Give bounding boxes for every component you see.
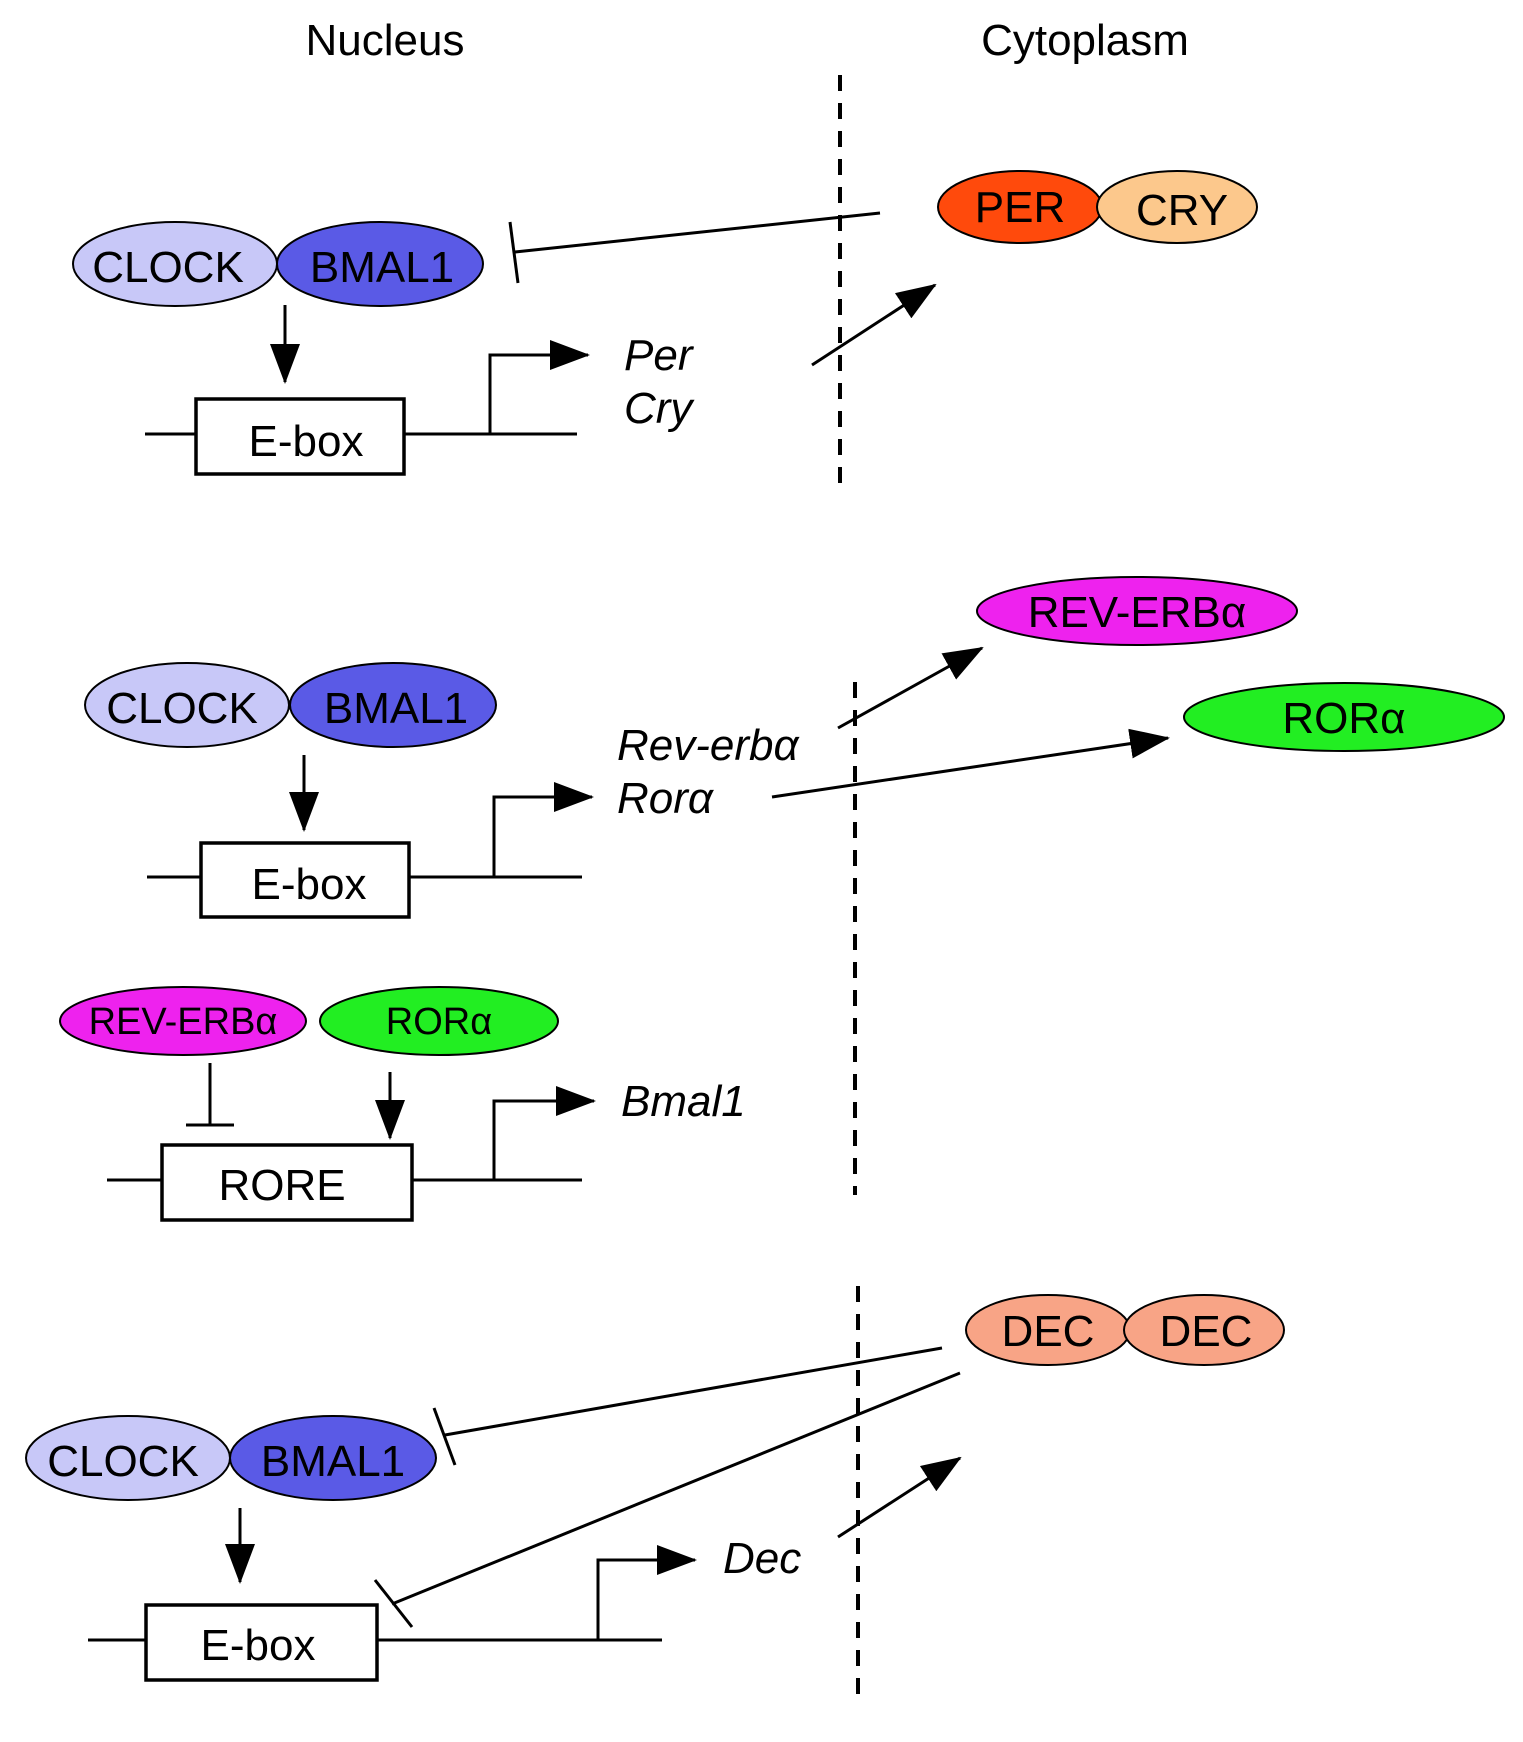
ebox-element bbox=[199, 841, 411, 919]
clock-label: CLOCK bbox=[92, 243, 244, 292]
ror-small-label: RORα bbox=[386, 1001, 492, 1043]
translation-arrow-rev-erb bbox=[837, 646, 984, 730]
panel-per-cry: CLOCK BMAL1 E-box Per Cry PER CRY bbox=[72, 170, 1258, 476]
panel-dec: CLOCK BMAL1 E-box Dec DEC DEC bbox=[25, 1294, 1285, 1682]
rev-erb-small-label: REV-ERBα bbox=[89, 1001, 278, 1043]
bmal1-label: BMAL1 bbox=[310, 243, 454, 292]
ebox-label: E-box bbox=[249, 417, 364, 466]
ebox-label: E-box bbox=[252, 860, 367, 909]
transcription-start-arrow bbox=[492, 782, 594, 877]
ebox-label: E-box bbox=[201, 1621, 316, 1670]
ror-label: RORα bbox=[1282, 694, 1405, 743]
per-label: PER bbox=[975, 183, 1065, 232]
ebox-element bbox=[144, 1603, 379, 1682]
inhibition-bar-bmal1 bbox=[432, 1407, 457, 1466]
bmal1-protein bbox=[276, 221, 484, 307]
cytoplasm-header: Cytoplasm bbox=[981, 16, 1189, 65]
bmal1-label: BMAL1 bbox=[261, 1437, 405, 1486]
rore-label: RORE bbox=[218, 1161, 345, 1210]
ebox-element bbox=[194, 397, 406, 476]
ror-small-protein bbox=[319, 986, 559, 1056]
rev-erb-label: REV-ERBα bbox=[1028, 588, 1247, 637]
bmal1-protein bbox=[289, 662, 497, 748]
bmal1-protein bbox=[229, 1415, 437, 1501]
gene-rev-erb-label: Rev-erbα bbox=[617, 721, 800, 770]
rev-erb-small-protein bbox=[59, 986, 307, 1056]
gene-cry-label: Cry bbox=[624, 384, 695, 433]
translation-arrow bbox=[811, 283, 937, 367]
clock-label: CLOCK bbox=[106, 684, 258, 733]
ror-protein bbox=[1183, 682, 1505, 752]
transcription-start-arrow-bmal1 bbox=[492, 1086, 596, 1180]
gene-ror-label: Rorα bbox=[617, 774, 715, 823]
gene-bmal1-label: Bmal1 bbox=[621, 1077, 746, 1126]
inhibition-bar bbox=[508, 221, 520, 284]
gene-dec-label: Dec bbox=[723, 1534, 801, 1583]
dec-label-2: DEC bbox=[1160, 1307, 1253, 1356]
dec-protein-2 bbox=[1123, 1294, 1285, 1366]
transcription-start-arrow bbox=[596, 1545, 697, 1640]
clock-label: CLOCK bbox=[47, 1437, 199, 1486]
transcription-start-arrow bbox=[488, 340, 590, 434]
gene-per-label: Per bbox=[624, 331, 695, 380]
panel-rev-erb-ror: CLOCK BMAL1 E-box Rev-erbα Rorα REV-ERBα… bbox=[59, 576, 1505, 1222]
rev-erb-protein bbox=[976, 576, 1298, 646]
inhibition-line-ebox bbox=[391, 1371, 961, 1606]
translation-arrow bbox=[837, 1456, 962, 1539]
bmal1-label: BMAL1 bbox=[324, 684, 468, 733]
inhibition-bar-ebox bbox=[373, 1579, 414, 1628]
cry-protein bbox=[1096, 170, 1258, 244]
nucleus-header: Nucleus bbox=[306, 16, 465, 65]
translation-arrow-ror bbox=[771, 728, 1170, 799]
dec-label-1: DEC bbox=[1002, 1307, 1095, 1356]
rore-element bbox=[160, 1143, 414, 1222]
cry-label: CRY bbox=[1136, 186, 1228, 235]
inhibition-line bbox=[514, 211, 881, 254]
inhibition-line-bmal1 bbox=[444, 1346, 943, 1437]
